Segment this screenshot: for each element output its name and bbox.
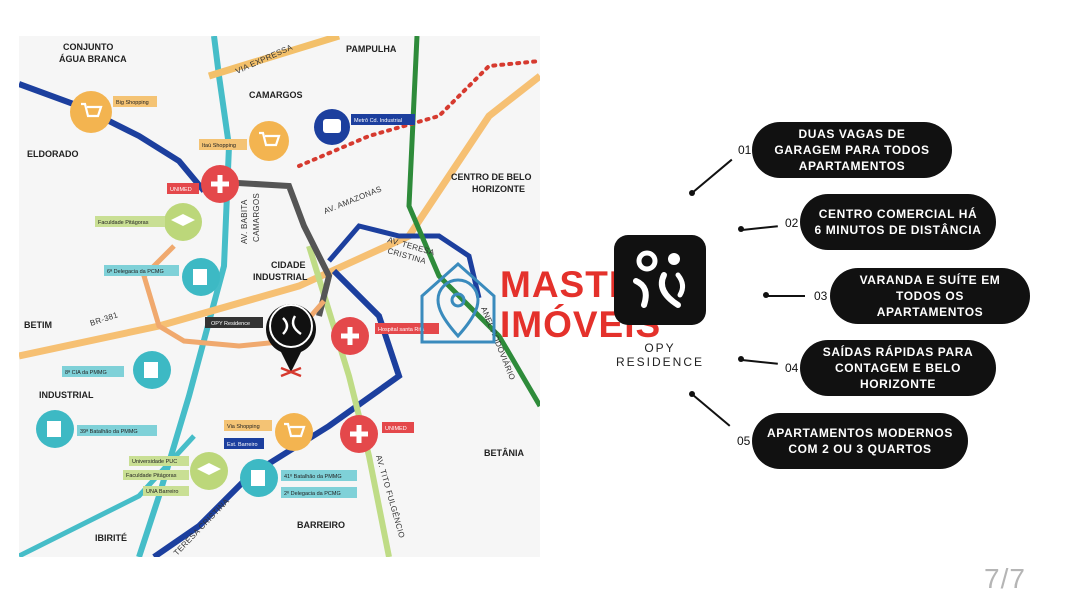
feature-2: CENTRO COMERCIAL HÁ 6 MINUTOS DE DISTÂNC… <box>800 194 996 250</box>
tag-unimed-2: UNIMED <box>385 426 407 432</box>
area-pampulha: PAMPULHA <box>346 44 397 54</box>
tag-una-barreiro: UNA Barreiro <box>146 489 178 495</box>
tag-faculdade-1: Faculdade Pitágoras <box>98 220 149 226</box>
road-dark-blue-top <box>17 81 207 193</box>
area-industrial: INDUSTRIAL <box>39 390 94 400</box>
connector-dot-2 <box>738 226 744 232</box>
connector-line-5 <box>692 394 731 427</box>
road-label-camargos: CAMARGOS <box>252 193 261 242</box>
area-betim: BETIM <box>24 320 52 330</box>
road-green <box>406 35 543 408</box>
map-graphic: CONJUNTO ÁGUA BRANCA PAMPULHA CAMARGOS E… <box>17 32 543 560</box>
area-betania: BETÂNIA <box>484 447 524 458</box>
unimed-1-marker: UNIMED <box>167 165 239 203</box>
tag-big-shopping: Big Shopping <box>116 100 149 106</box>
tag-hospital: Hospital santa Rita <box>378 327 425 333</box>
area-camargos: CAMARGOS <box>249 90 303 100</box>
road-label-av-amazonas: AV. AMAZONAS <box>322 184 383 216</box>
tag-via-shopping: Via Shopping <box>227 424 260 430</box>
feature-number-3: 03 <box>814 289 828 303</box>
opy-residence-marker: OPY Residence <box>205 304 316 378</box>
area-eldorado: ELDORADO <box>27 149 79 159</box>
area-conjunto: CONJUNTO <box>63 42 113 52</box>
feature-number-5: 05 <box>737 434 751 448</box>
tag-unimed-1: UNIMED <box>170 187 192 193</box>
batalhao-41-marker: 41º Batalhão da PMMG 2º Delegacia da PCM… <box>240 459 357 498</box>
opy-logo-icon <box>633 250 686 308</box>
area-cidade: CIDADE <box>271 260 306 270</box>
tag-itau-shopping: Itaú Shopping <box>202 143 236 149</box>
tag-batalhao-39: 39ª Batalhão da PMMG <box>80 428 138 435</box>
faculdade-1-marker: Faculdade Pitágoras <box>95 203 202 241</box>
road-metro-dotted <box>297 59 542 168</box>
area-ibirite: IBIRITÉ <box>95 533 127 543</box>
tag-opy: OPY Residence <box>211 321 250 327</box>
area-barreiro: BARREIRO <box>297 520 345 530</box>
delegacia-6-marker: 6ª Delegacia da PCMG <box>104 258 220 296</box>
area-centro-1: CENTRO DE BELO <box>451 172 532 182</box>
page-indicator: 7/7 <box>984 563 1026 594</box>
tag-delegacia-2: 2º Delegacia da PCMG <box>284 490 341 497</box>
hospital-marker: Hospital santa Rita <box>331 317 439 355</box>
road-yellow-top <box>207 32 341 80</box>
connector-dot-5 <box>689 391 695 397</box>
connector-dot-4 <box>738 356 744 362</box>
tag-metro: Metrô Cd. Industrial <box>354 118 402 124</box>
opy-logo <box>614 235 706 325</box>
connector-line-1 <box>691 158 733 194</box>
itau-shopping-marker: Itaú Shopping <box>199 121 289 161</box>
feature-4: SAÍDAS RÁPIDAS PARA CONTAGEM E BELO HORI… <box>800 340 996 396</box>
connector-line-3 <box>767 295 805 297</box>
road-lime <box>306 245 392 558</box>
metro-marker: Metrô Cd. Industrial <box>314 109 415 145</box>
area-agua-branca: ÁGUA BRANCA <box>59 54 127 64</box>
road-label-teresa-cristina: TERESA CRISTINA <box>172 496 231 557</box>
feature-number-4: 04 <box>785 361 799 375</box>
via-shopping-marker: Via Shopping Est. Barreiro <box>224 413 313 451</box>
road-grey <box>203 178 333 317</box>
big-shopping-marker: Big Shopping <box>70 91 157 133</box>
brand-subtitle: OPY RESIDENCE <box>615 341 704 369</box>
tag-cia-8: 8ª CIA da PMMG <box>65 369 107 376</box>
feature-number-2: 02 <box>785 216 799 230</box>
universidade-marker: Universidade PUC Faculdade Pitágoras UNA… <box>123 452 228 496</box>
connector-dot-3 <box>763 292 769 298</box>
area-cidade-industrial: INDUSTRIAL <box>253 272 308 282</box>
road-label-via-expressa: VIA EXPRESSA <box>234 42 294 75</box>
road-label-av-babita: AV. BABITA <box>240 199 249 244</box>
feature-3: VARANDA E SUÍTE EM TODOS OS APARTAMENTOS <box>830 268 1030 324</box>
road-av-teresa <box>327 223 482 299</box>
tag-batalhao-41: 41º Batalhão da PMMG <box>284 473 342 480</box>
area-centro-2: HORIZONTE <box>472 184 525 194</box>
connector-line-2 <box>741 225 778 231</box>
tag-faculdade-2: Faculdade Pitágoras <box>126 473 177 479</box>
connector-line-4 <box>741 359 778 365</box>
tag-univ-puc: Universidade PUC <box>132 459 177 465</box>
tag-delegacia-6: 6ª Delegacia da PCMG <box>107 268 164 275</box>
road-av-amazonas <box>18 73 543 360</box>
road-dark-blue-main <box>152 268 403 560</box>
cia-8-marker: 8ª CIA da PMMG <box>62 351 171 389</box>
house-pin-icon <box>420 261 496 344</box>
batalhao-39-marker: 39ª Batalhão da PMMG <box>36 410 157 448</box>
road-label-br381: BR-381 <box>89 310 120 328</box>
tag-est-barreiro: Est. Barreiro <box>227 442 258 448</box>
feature-1: DUAS VAGAS DE GARAGEM PARA TODOS APARTAM… <box>752 122 952 178</box>
feature-number-1: 01 <box>738 143 752 157</box>
unimed-2-marker: UNIMED <box>340 415 414 453</box>
feature-5: APARTAMENTOS MODERNOS COM 2 OU 3 QUARTOS <box>752 413 968 469</box>
